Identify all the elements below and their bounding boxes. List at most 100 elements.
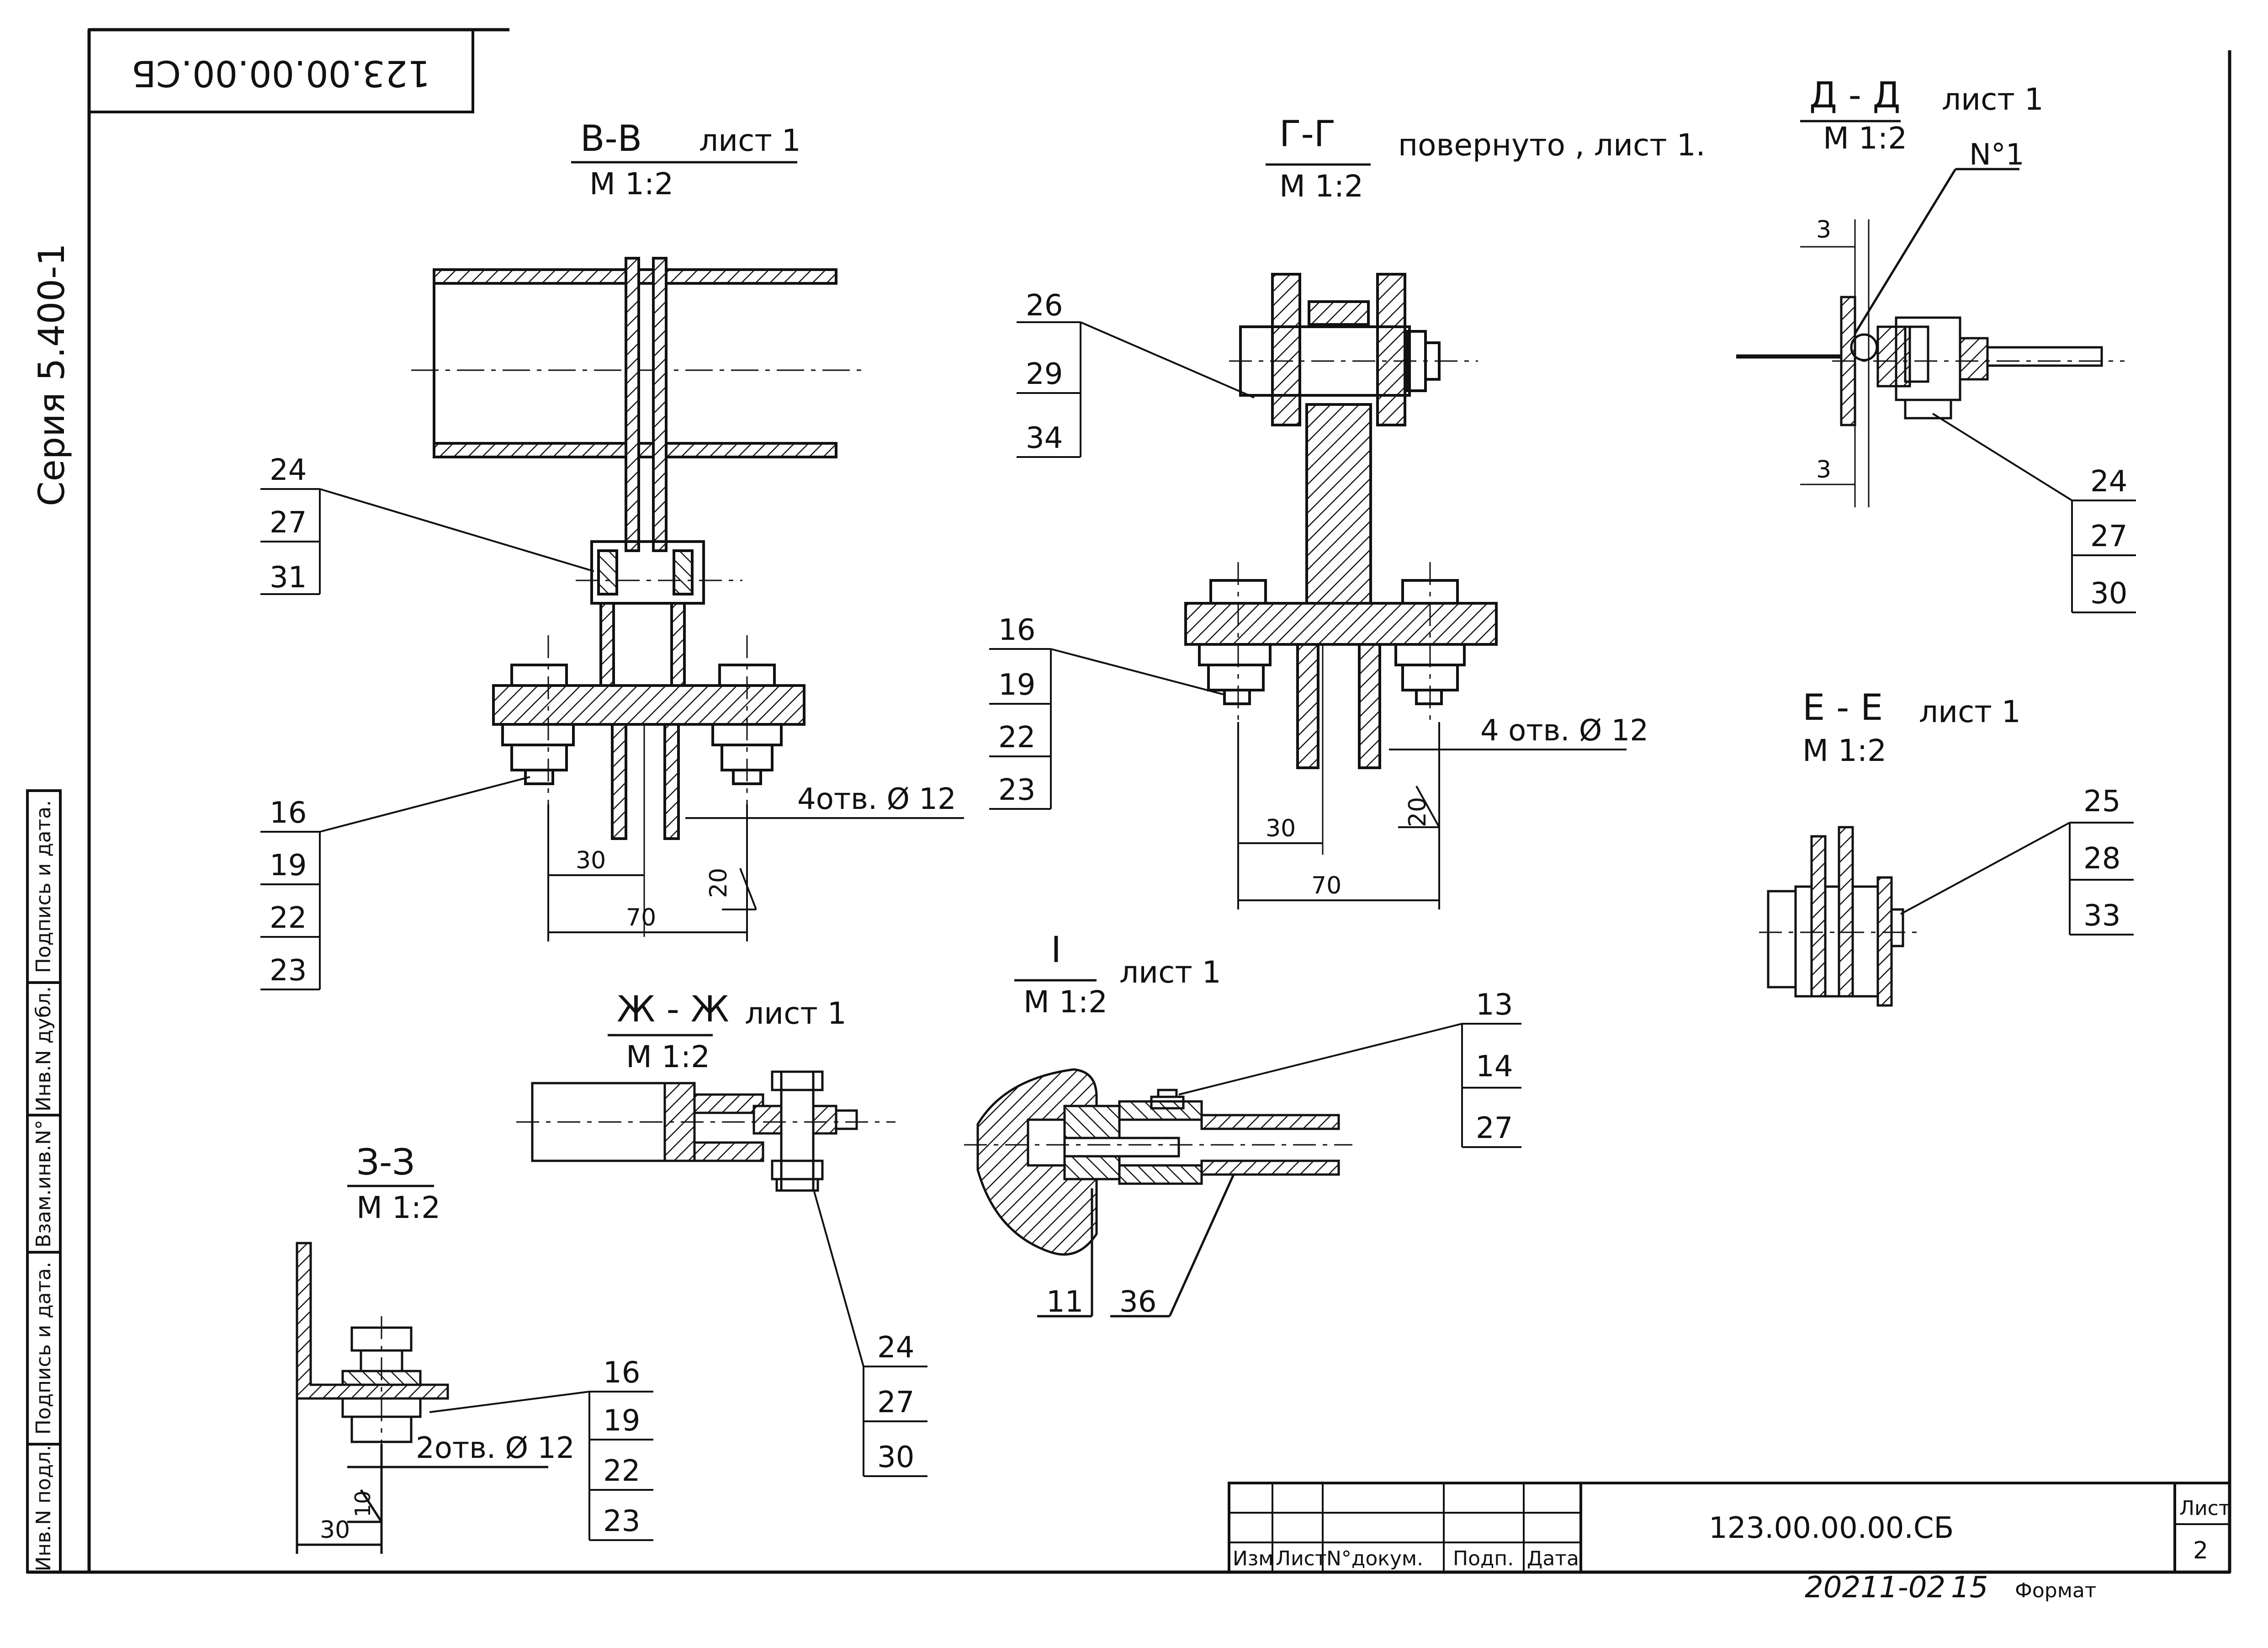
- view-bb-callout-27: 27: [270, 506, 307, 540]
- view-bb-dim-20: 20: [705, 868, 732, 898]
- side-field-1: Инв.N подл.: [32, 1445, 55, 1572]
- svg-text:Серия 5.400-1: Серия 5.400-1: [32, 243, 73, 506]
- view-zhzh-callout: [812, 1188, 927, 1477]
- view-zz-callout-19: 19: [603, 1404, 640, 1438]
- view-ee-callout-25: 25: [2083, 785, 2120, 819]
- side-field-5: Подпись и дата.: [32, 800, 55, 973]
- tb-sheet-label: Лист: [2179, 1497, 2231, 1520]
- view-i-callout-36: 36: [1119, 1285, 1156, 1319]
- view-zz-callout: [429, 1391, 653, 1541]
- svg-text:20: 20: [1404, 797, 1431, 827]
- view-gg-callout-bottom: [989, 648, 1225, 810]
- svg-text:123.00.00.00.СБ: 123.00.00.00.СБ: [132, 53, 430, 94]
- view-i-callout-11: 11: [1046, 1285, 1083, 1319]
- view-bb-dim-30: 30: [576, 847, 606, 874]
- view-ee-callout-33: 33: [2083, 899, 2120, 933]
- tb-footer-code: 20211-02: [1805, 1571, 1945, 1605]
- view-bb-dim-70: 70: [626, 904, 656, 931]
- view-ee-callout-28: 28: [2083, 842, 2120, 876]
- tb-header-izm: Изм: [1233, 1547, 1274, 1570]
- view-ee-geometry: [1759, 826, 1919, 1007]
- view-bb-scale: М 1:2: [589, 166, 673, 202]
- svg-text:Инв.N подл.: Инв.N подл.: [32, 1445, 55, 1572]
- view-dd-sheet: лист 1: [1942, 82, 2044, 117]
- view-gg-title: Г-Г: [1279, 114, 1335, 155]
- view-i: I лист 1 М 1:2 11 36: [964, 930, 1521, 1319]
- tb-footer-format: Формат: [2015, 1579, 2097, 1602]
- tb-header-date: Дата: [1527, 1547, 1579, 1570]
- view-zz-dim-30: 30: [320, 1516, 350, 1544]
- view-gg-callout-26: 26: [1026, 289, 1063, 323]
- title-block: Изм Лист N°докум. Подп. Дата 123.00.00.0…: [1228, 1482, 2231, 1605]
- view-i-geometry: [964, 1068, 1352, 1318]
- view-gg-dim-70: 70: [1311, 872, 1341, 899]
- side-strip: [26, 789, 62, 1574]
- side-field-2: Подпись и дата.: [32, 1262, 55, 1435]
- svg-text:Подпись и дата.: Подпись и дата.: [32, 800, 55, 973]
- tb-designation: 123.00.00.00.СБ: [1709, 1511, 1954, 1545]
- svg-text:20: 20: [705, 868, 732, 898]
- view-zz-geometry: [296, 1242, 548, 1554]
- view-gg-dimensions: [1237, 722, 1627, 909]
- mirrored-stamp: 123.00.00.00.СБ: [132, 53, 430, 94]
- view-gg-dim-holes: 4 отв. Ø 12: [1480, 714, 1648, 748]
- view-zz-scale: М 1:2: [356, 1190, 440, 1225]
- view-i-title: I: [1051, 930, 1061, 971]
- view-zz-callout-16: 16: [603, 1356, 640, 1390]
- tb-header-sign: Подп.: [1453, 1547, 1514, 1570]
- view-gg-dim-30: 30: [1266, 815, 1296, 842]
- view-gg-note: повернуто , лист 1.: [1398, 128, 1706, 163]
- view-zz-callout-23: 23: [603, 1504, 640, 1538]
- view-i-scale: М 1:2: [1023, 984, 1108, 1020]
- view-zz-dim-holes: 2отв. Ø 12: [416, 1431, 575, 1465]
- view-zhzh: Ж - Ж лист 1 М 1:2 24 27 30: [516, 989, 927, 1477]
- view-zhzh-callout-27: 27: [877, 1386, 914, 1419]
- view-dd-callout-27: 27: [2090, 520, 2127, 553]
- view-zhzh-callout-24: 24: [877, 1331, 914, 1365]
- view-bb-dimensions: [547, 804, 964, 941]
- view-i-callout-27: 27: [1476, 1111, 1513, 1145]
- view-gg-callout-19: 19: [998, 668, 1035, 702]
- view-bb-sheet: лист 1: [699, 123, 801, 158]
- view-gg-callout-23: 23: [998, 773, 1035, 807]
- svg-text:Подпись и дата.: Подпись и дата.: [32, 1262, 55, 1435]
- view-i-callout-13: 13: [1476, 988, 1513, 1022]
- tb-header-doc: N°докум.: [1326, 1547, 1423, 1570]
- view-zhzh-sheet: лист 1: [745, 996, 847, 1031]
- view-zhzh-scale: М 1:2: [626, 1039, 710, 1074]
- svg-text:Инв.N дубл.: Инв.N дубл.: [32, 986, 55, 1111]
- view-gg-scale: М 1:2: [1279, 169, 1363, 204]
- tb-footer-num: 15: [1951, 1571, 1988, 1605]
- view-bb-geometry: [411, 257, 864, 937]
- view-gg-callout-top: [1017, 321, 1255, 458]
- series-label: Серия 5.400-1: [32, 243, 73, 506]
- view-ee-callout: [1900, 822, 2134, 936]
- view-dd-callout-30: 30: [2090, 577, 2127, 611]
- view-gg-callout-22: 22: [998, 721, 1035, 755]
- view-bb-title: В-В: [580, 118, 642, 159]
- view-gg-callout-29: 29: [1026, 357, 1063, 391]
- view-dd-scale: М 1:2: [1823, 121, 1907, 156]
- view-zz-title: З-З: [356, 1142, 415, 1183]
- view-zhzh-callout-30: 30: [877, 1441, 914, 1474]
- view-gg: Г-Г повернуто , лист 1. М 1:2: [989, 114, 1706, 909]
- view-dd-callout-24: 24: [2090, 465, 2127, 499]
- view-dd-title: Д - Д: [1809, 75, 1901, 116]
- view-bb-callout-23: 23: [270, 954, 307, 988]
- view-gg-dim-20: 20: [1404, 797, 1431, 827]
- view-ee-sheet: лист 1: [1919, 694, 2021, 729]
- view-dd-geometry: [1736, 168, 2125, 507]
- tb-header-list: Лист: [1276, 1547, 1327, 1570]
- view-dd-dim-3-bottom: 3: [1816, 456, 1831, 484]
- view-i-sheet: лист 1: [1119, 955, 1221, 990]
- view-ee-scale: М 1:2: [1802, 733, 1886, 768]
- view-gg-geometry: [1184, 273, 1498, 855]
- view-dd-callout: [1932, 413, 2136, 613]
- view-bb-dim-holes: 4отв. Ø 12: [797, 782, 956, 816]
- view-dd-marker: N°1: [1969, 138, 2024, 172]
- view-i-callout: [1178, 1023, 1521, 1148]
- view-gg-callout-16: 16: [998, 613, 1035, 647]
- view-i-callout-14: 14: [1476, 1050, 1513, 1084]
- view-bb-callout-22: 22: [270, 901, 307, 935]
